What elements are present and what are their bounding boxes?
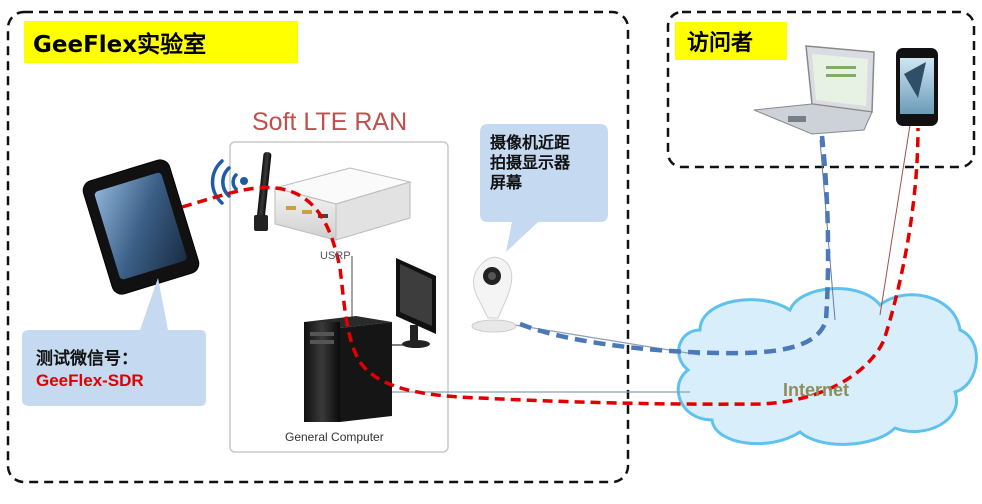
camera-bubble-text: 摄像机近距 拍摄显示器 屏幕 — [490, 133, 602, 193]
android-phone — [82, 159, 200, 295]
camera-bubble-line: 拍摄显示器 — [490, 153, 571, 172]
ran-title: Soft LTE RAN — [252, 108, 408, 136]
lte-signal-path — [181, 127, 920, 406]
wechat-account: GeeFlex-SDR — [36, 371, 144, 390]
usrp-device — [273, 167, 412, 241]
internet-label: Internet — [783, 380, 850, 400]
camera-stream-path — [519, 135, 831, 356]
tower-computer — [304, 316, 392, 422]
visitor-frame — [666, 10, 976, 169]
wechat-label: 测试微信号： — [36, 349, 138, 369]
wifi-icon — [210, 159, 248, 205]
iphone — [896, 48, 938, 126]
camera — [471, 256, 517, 333]
monitor — [396, 258, 436, 348]
camera-bubble-shape — [480, 124, 608, 252]
wechat-text: 测试微信号： GeeFlex-SDR — [36, 348, 196, 392]
lab-title: GeeFlex实验室 — [24, 21, 298, 63]
lab-frame — [6, 10, 630, 484]
visitor-title: 访问者 — [675, 22, 787, 60]
camera-bubble-line: 屏幕 — [490, 173, 523, 192]
wechat-bubble — [22, 278, 206, 406]
usrp-label: USRP — [320, 250, 351, 262]
laptop — [753, 45, 875, 135]
computer-label: General Computer — [285, 430, 384, 444]
camera-bubble-line: 摄像机近距 — [490, 133, 571, 152]
